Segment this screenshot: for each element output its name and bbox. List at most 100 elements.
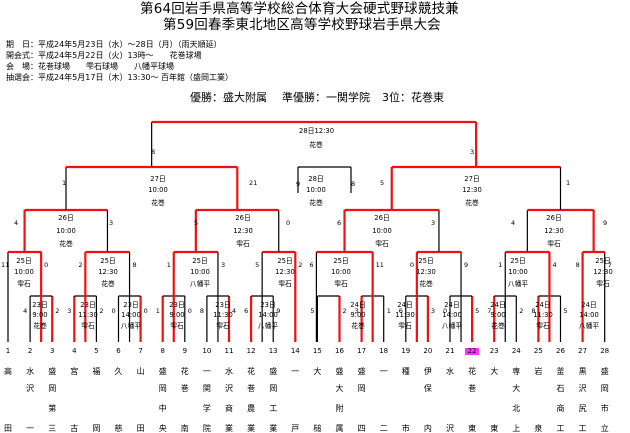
- team-name-char: 業: [269, 424, 278, 433]
- team-name-char: 一: [379, 367, 388, 376]
- round2-3-date: 25日: [192, 257, 208, 265]
- score: 0: [187, 307, 192, 315]
- team-number: 16: [335, 347, 344, 355]
- score: 9: [276, 307, 281, 315]
- team-name-char: 南: [180, 424, 189, 433]
- semifinal-1-date: 27日: [150, 175, 166, 183]
- team-number: 17: [357, 347, 367, 355]
- final-score-left: 8: [151, 148, 156, 156]
- team-name-char: 花: [180, 367, 189, 376]
- round2-3-time: 10:00: [190, 268, 210, 277]
- info-venues: 会 場：花巻球場 雫石球場 八幡平球場: [6, 62, 174, 71]
- round2-6-date: 25日: [418, 257, 434, 265]
- round1-5-info: 23日 11:30 雫石: [207, 301, 239, 330]
- team-name-char: 水: [446, 367, 454, 376]
- team-name-char: 岡: [92, 424, 101, 433]
- team-name-char: 一: [202, 367, 211, 376]
- round1-10-time: 9:00: [490, 311, 506, 320]
- score: 11: [1, 261, 10, 269]
- round1-8-info: 24日 11:30 雫石: [389, 301, 421, 330]
- team-number: 7: [138, 347, 143, 355]
- round2-4-info: 25日 12:30 雫石: [269, 257, 301, 288]
- team-name-char: 巻: [247, 384, 256, 393]
- final-venue: 花巻: [309, 141, 323, 149]
- round2-5-time: 10:00: [331, 268, 351, 277]
- round1-6-time: 14:00: [258, 311, 278, 320]
- semifinal-2-time: 12:30: [462, 186, 482, 194]
- round2-6-venue: 花巻: [419, 279, 433, 288]
- score: 3: [430, 307, 436, 315]
- semifinal-2-score-right: 1: [566, 179, 571, 187]
- team-name-char: 工: [269, 404, 278, 413]
- round1-1-date: 23日: [32, 301, 48, 309]
- team-name-char: 水: [26, 367, 35, 376]
- team-number: 6: [116, 347, 121, 355]
- score: 4: [232, 307, 237, 315]
- team-number: 12: [246, 347, 256, 355]
- third-place-time: 10:00: [306, 186, 326, 194]
- team-name-char: 盛: [600, 367, 609, 376]
- team-number: 11: [224, 347, 234, 355]
- team-name-char: 巻: [468, 384, 477, 393]
- round1-12-venue: 八幡平: [578, 321, 600, 330]
- team-number: 18: [379, 347, 389, 355]
- team-name-char: 立: [600, 424, 609, 433]
- team-name-char: 久: [114, 367, 123, 376]
- team-name-char: 一: [291, 367, 300, 376]
- quarterfinal-2-score-right: 0: [286, 219, 291, 227]
- round2-2-time: 12:30: [98, 268, 118, 277]
- third-place-venue: 花巻: [309, 199, 323, 207]
- score: 5: [563, 307, 568, 315]
- round2-1-venue: 雫石: [17, 279, 31, 288]
- round1-10-info: 24日 9:00 花巻: [482, 301, 514, 330]
- round1-1-info: 23日 9:00 花巻: [24, 301, 56, 330]
- round1-3-venue: 八幡平: [120, 321, 142, 330]
- team-number: 4: [72, 347, 77, 355]
- team-number: 5: [94, 347, 99, 355]
- score: 0: [409, 261, 414, 269]
- score: 4: [552, 261, 557, 269]
- quarterfinal-2-time: 12:30: [233, 227, 253, 235]
- semifinal-1-venue: 花巻: [151, 199, 165, 207]
- quarterfinal-3-venue: 雫石: [375, 240, 389, 248]
- info-draw: 抽選会：平成24年5月17日（木）13:30～ 百年館（盛岡工業）: [6, 73, 234, 82]
- round1-1-time: 9:00: [32, 311, 48, 320]
- score: 5: [475, 307, 480, 315]
- team-name-char: 盛: [335, 367, 344, 376]
- score: 5: [255, 261, 260, 269]
- team-name-char: 東: [490, 424, 499, 433]
- round1-11-venue: 雫石: [536, 321, 550, 330]
- semifinal-1-score-right: 21: [249, 179, 258, 187]
- team-name-char: 北: [512, 404, 521, 413]
- team-name-char: 業: [247, 424, 256, 433]
- round1-3-time: 14:00: [121, 311, 141, 320]
- round1-3-date: 23日: [123, 301, 139, 309]
- team-name-char: 花: [468, 367, 477, 376]
- team-name-char: 工: [556, 424, 565, 433]
- round1-2-date: 23日: [80, 301, 96, 309]
- round1-9-time: 14:00: [442, 311, 462, 320]
- team-name-char: 上: [512, 424, 521, 433]
- round1-2-time: 11:30: [78, 311, 98, 320]
- team-number: 10: [202, 347, 212, 355]
- round2-3-venue: 八幡平: [189, 279, 211, 288]
- score: 2: [99, 307, 104, 315]
- score: 9: [464, 261, 469, 269]
- round1-7-venue: 花巻: [351, 321, 365, 330]
- team-name-char: 央: [158, 424, 167, 433]
- team-name-char: 田: [4, 424, 12, 433]
- team-number: 26: [556, 347, 565, 355]
- quarterfinal-3-score-left: 6: [337, 219, 342, 227]
- team-name-char: 第: [48, 404, 57, 413]
- page-title-line2: 第59回春季東北地区高等学校野球岩手県大会: [163, 17, 441, 33]
- round1-5-time: 11:30: [213, 311, 233, 320]
- score: 2: [55, 307, 60, 315]
- score: 8: [199, 307, 205, 315]
- round1-4-date: 23日: [169, 301, 185, 309]
- runner-up-label: 準優勝：一関学院: [282, 91, 370, 104]
- team-name-char: 業: [225, 424, 233, 433]
- round2-5-date: 25日: [333, 257, 349, 265]
- score: 6: [244, 307, 249, 315]
- round2-7-info: 25日 10:00 八幡平: [502, 257, 534, 288]
